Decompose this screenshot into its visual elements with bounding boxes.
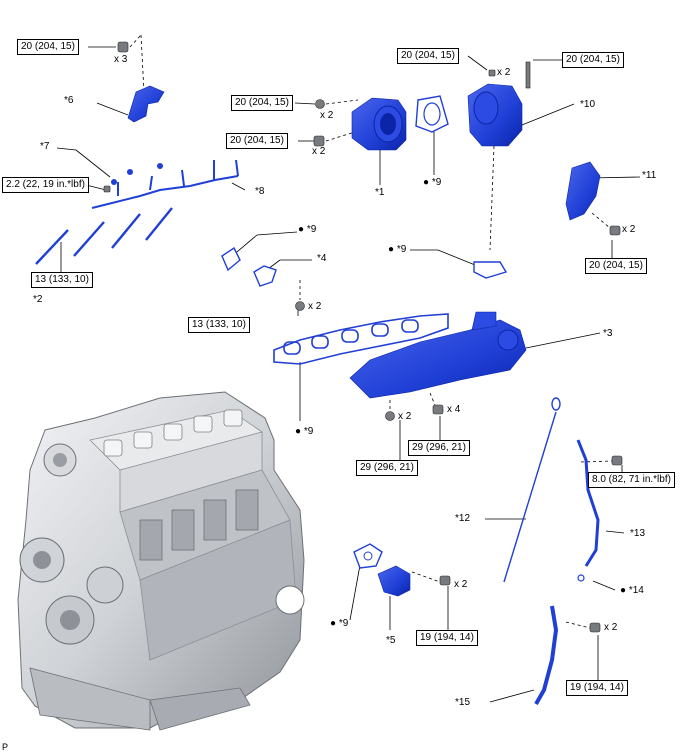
callout-9-label: *9 <box>338 618 349 629</box>
quantity-label: x 2 <box>312 146 326 157</box>
callout-10: *10 <box>580 99 596 110</box>
part-10-egr-housing <box>467 83 523 147</box>
quantity-label: x 4 <box>447 404 461 415</box>
callout-5: *5 <box>386 635 396 646</box>
quantity-label: x 2 <box>308 301 322 312</box>
part-1-throttle-body <box>351 97 407 151</box>
part-7-clips <box>111 163 163 185</box>
callout-9: ● *9 <box>330 618 348 630</box>
callout-4: *4 <box>317 253 327 264</box>
part-13-dipstick-guide <box>576 439 600 567</box>
part-9-gasket-throttle <box>415 95 449 133</box>
part-5-water-outlet <box>377 565 411 597</box>
callout-11: *11 <box>642 170 657 181</box>
part-9-intake-gasket <box>273 313 449 365</box>
bullet-mark: ● <box>388 244 395 255</box>
callout-1: *1 <box>375 187 385 198</box>
bullet-mark: ● <box>330 618 337 629</box>
part-6-bracket <box>127 85 165 123</box>
callout-7: *7 <box>40 141 50 152</box>
part-2-glow-plugs <box>35 207 173 265</box>
bullet-mark: ● <box>423 177 430 188</box>
torque-spec-box: 19 (194, 14) <box>566 680 628 696</box>
part-4-plate <box>253 265 277 287</box>
torque-spec-box: 2.2 (22, 19 in.*lbf) <box>2 177 89 193</box>
callout-9: ● *9 <box>298 224 316 236</box>
torque-spec-box: 19 (194, 14) <box>416 630 478 646</box>
part-9-gasket-egr <box>473 261 508 279</box>
torque-spec-box: 13 (133, 10) <box>188 317 250 333</box>
part-15-guide-bracket <box>534 605 559 705</box>
callout-14-label: *14 <box>628 585 644 596</box>
callout-6: *6 <box>64 95 74 106</box>
callout-9: ● *9 <box>295 426 313 438</box>
quantity-label: x 2 <box>622 224 636 235</box>
callout-14: ● *14 <box>620 585 644 597</box>
bullet-mark: ● <box>298 224 305 235</box>
callout-9-label: *9 <box>431 177 442 188</box>
part-9-gasket-small <box>221 246 241 272</box>
callout-8: *8 <box>255 186 265 197</box>
torque-spec-box: 13 (133, 10) <box>31 272 93 288</box>
torque-spec-box: 29 (296, 21) <box>356 460 418 476</box>
torque-spec-box: 20 (204, 15) <box>231 95 293 111</box>
callout-2: *2 <box>33 294 43 305</box>
callout-15: *15 <box>455 697 471 708</box>
part-11-heat-insulator <box>565 161 601 221</box>
bullet-mark: ● <box>295 426 302 437</box>
fastener-icons <box>103 41 623 633</box>
dashed-guide-lines <box>129 34 613 629</box>
callout-9-label: *9 <box>396 244 407 255</box>
part-8-fuel-pipe <box>91 159 239 209</box>
torque-spec-box: 29 (296, 21) <box>408 440 470 456</box>
torque-spec-box: 20 (204, 15) <box>562 52 624 68</box>
part-3-intake-manifold <box>349 311 527 399</box>
figure-footer-mark: P <box>2 742 9 752</box>
callout-9-label: *9 <box>303 426 314 437</box>
callout-12: *12 <box>455 513 471 524</box>
callout-9: ● *9 <box>388 244 406 256</box>
engine-assembly-illustration <box>17 391 305 731</box>
torque-spec-box: 20 (204, 15) <box>397 48 459 64</box>
quantity-label: x 2 <box>320 110 334 121</box>
torque-spec-box: 8.0 (82, 71 in.*lbf) <box>588 472 675 488</box>
torque-spec-box: 20 (204, 15) <box>585 258 647 274</box>
callout-13: *13 <box>630 528 646 539</box>
quantity-label: x 2 <box>497 67 511 78</box>
bullet-mark: ● <box>620 585 627 596</box>
quantity-label: x 3 <box>114 54 128 65</box>
leader-lines <box>56 46 641 703</box>
callout-9: ● *9 <box>423 177 441 189</box>
quantity-label: x 2 <box>604 622 618 633</box>
part-14-o-ring <box>577 574 585 582</box>
torque-spec-box: 20 (204, 15) <box>226 133 288 149</box>
callout-9-label: *9 <box>306 224 317 235</box>
quantity-label: x 2 <box>398 411 412 422</box>
torque-spec-box: 20 (204, 15) <box>17 39 79 55</box>
part-12-dipstick <box>503 397 561 583</box>
part-9-gasket-water <box>353 543 383 569</box>
callout-3: *3 <box>603 328 613 339</box>
quantity-label: x 2 <box>454 579 468 590</box>
